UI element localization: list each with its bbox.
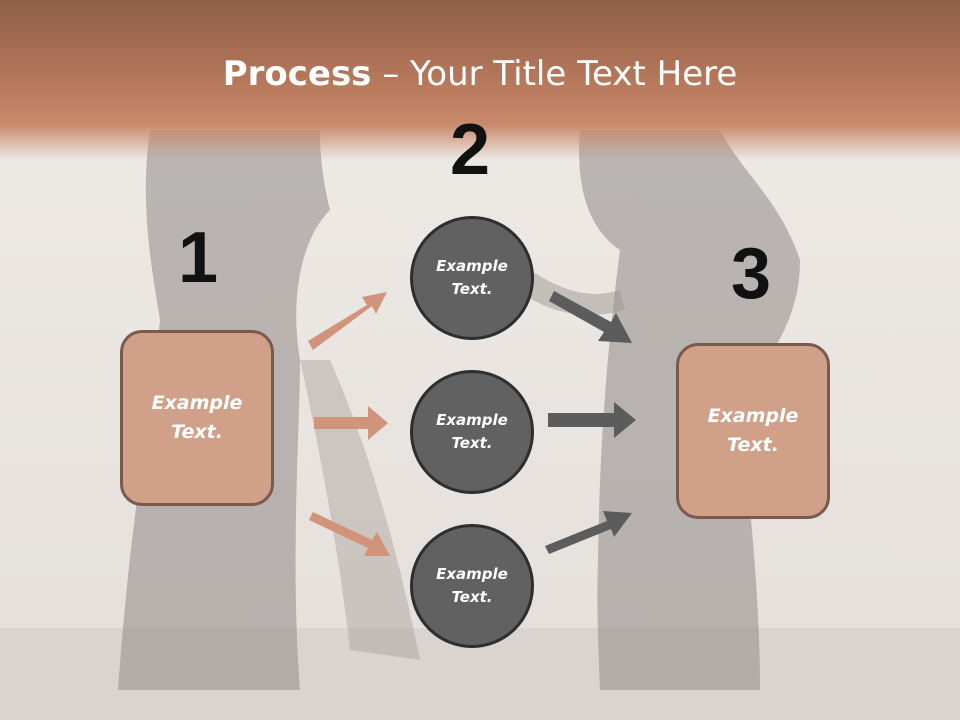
arrow-right-middle (548, 402, 636, 438)
arrow-left-top (308, 292, 387, 350)
circle-top[interactable]: Example Text. (410, 216, 534, 340)
step-number-3: 3 (731, 234, 772, 314)
circle-bottom[interactable]: Example Text. (410, 524, 534, 648)
circle-middle[interactable]: Example Text. (410, 370, 534, 494)
arrow-right-top (549, 291, 632, 343)
left-text-box[interactable]: Example Text. (120, 330, 274, 506)
step-number-2: 2 (450, 110, 491, 190)
title-band (0, 0, 960, 160)
left-box-label: Example Text. (151, 392, 243, 443)
title-bold: Process (222, 54, 372, 94)
circle-bottom-label: Example Text. (436, 565, 508, 606)
slide-title: Process – Your Title Text Here (0, 52, 960, 96)
circle-top-label: Example Text. (436, 257, 508, 298)
arrow-left-middle (314, 406, 388, 440)
right-text-box[interactable]: Example Text. (676, 343, 830, 519)
title-rest: – Your Title Text Here (371, 54, 738, 94)
arrow-left-bottom (309, 512, 390, 556)
arrow-right-bottom (545, 511, 632, 554)
circle-middle-label: Example Text. (436, 411, 508, 452)
step-number-1: 1 (178, 218, 219, 298)
right-box-label: Example Text. (707, 405, 799, 456)
